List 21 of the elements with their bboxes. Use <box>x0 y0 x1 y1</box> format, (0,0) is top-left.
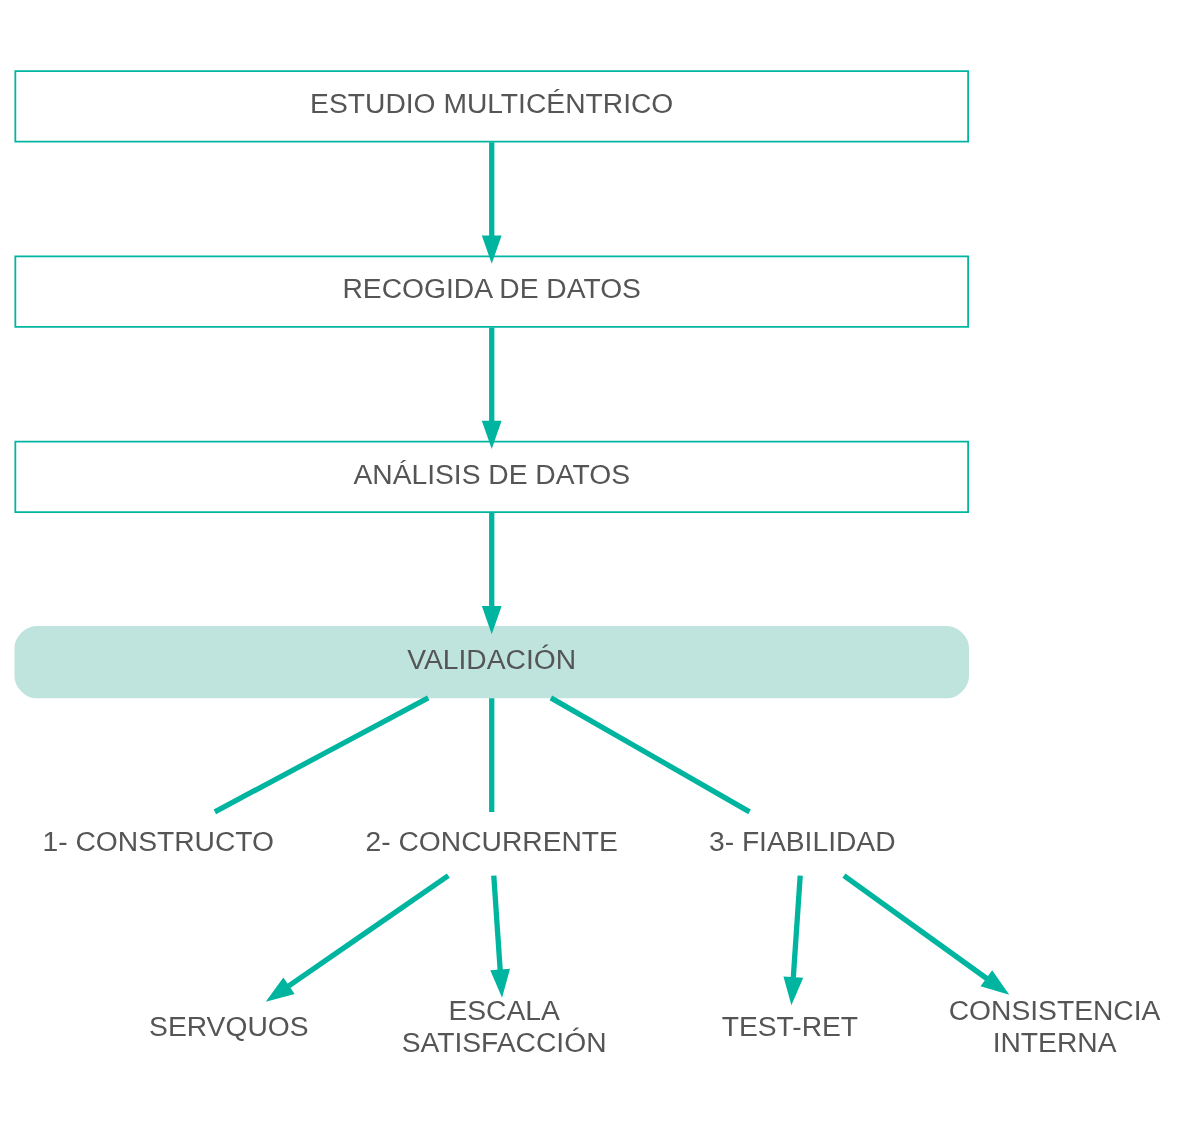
arrow <box>842 873 1010 995</box>
arrow <box>481 327 502 449</box>
arrow <box>490 874 510 998</box>
node-box: ESTUDIO MULTICÉNTRICO <box>14 69 969 142</box>
node-text: ESCALA SATISFACCIÓN <box>401 993 607 1058</box>
connector <box>549 695 751 814</box>
node-text: SERVQUOS <box>149 1009 309 1042</box>
connector <box>489 697 495 812</box>
node-box: ANÁLISIS DE DATOS <box>14 440 969 513</box>
node-box: RECOGIDA DE DATOS <box>14 254 969 328</box>
node-text: TEST-RET <box>721 1009 859 1042</box>
arrow <box>265 872 450 1002</box>
node-text: CONSISTENCIA INTERNA <box>948 993 1161 1058</box>
connector <box>213 695 430 814</box>
node-box: VALIDACIÓN <box>14 625 969 698</box>
node-text: 2- CONCURRENTE <box>365 824 618 857</box>
arrow <box>481 141 502 264</box>
arrow <box>783 874 804 1005</box>
node-text: 1- CONSTRUCTO <box>42 824 275 857</box>
node-text: 3- FIABILIDAD <box>708 824 896 857</box>
arrow <box>481 512 502 634</box>
